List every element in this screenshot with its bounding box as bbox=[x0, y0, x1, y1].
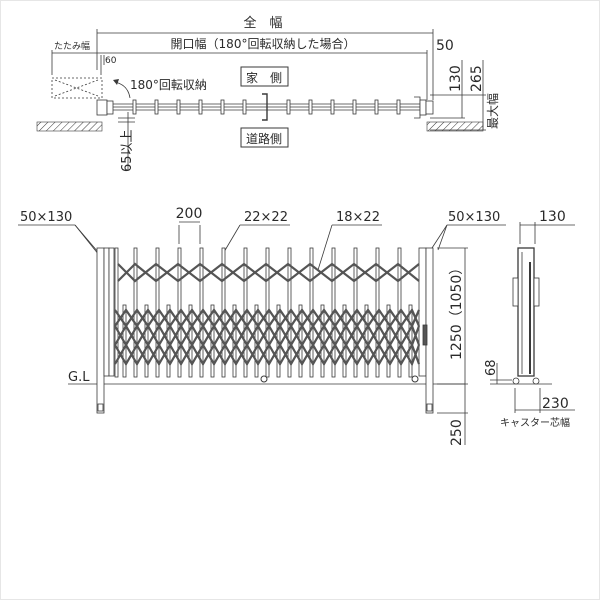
sub-bar-size-label: 18×22 bbox=[336, 210, 380, 225]
rotate-label: 180°回転収納 bbox=[130, 78, 207, 92]
main-bar-size-label: 22×22 bbox=[244, 210, 288, 225]
min-clearance-label: 65以上 bbox=[120, 129, 135, 172]
dim-130-label: 130 bbox=[448, 65, 464, 92]
caster-icon bbox=[411, 375, 419, 383]
opening-width-label: 開口幅（180°回転収納した場合） bbox=[171, 36, 356, 51]
center-handle-icon bbox=[262, 93, 268, 121]
ground-hatch-right bbox=[426, 121, 484, 132]
folded-width-label: たたみ幅 bbox=[54, 40, 90, 52]
left-post-size-label: 50×130 bbox=[20, 210, 72, 225]
caster-height-label: 68 bbox=[484, 359, 499, 376]
left-post bbox=[96, 247, 105, 414]
side-view bbox=[490, 222, 575, 413]
caster-center-width-label: キャスター芯幅 bbox=[500, 416, 570, 429]
dim-265-label: 265 bbox=[469, 65, 485, 92]
house-side-box bbox=[240, 66, 289, 87]
ground-hatch-left bbox=[36, 121, 103, 132]
gate-lower-lattice bbox=[114, 307, 421, 367]
gate-upper-lattice bbox=[117, 262, 420, 283]
dim-50-label: 50 bbox=[436, 38, 454, 54]
max-width-label: 最大幅 bbox=[485, 93, 500, 129]
house-side-label: 家 側 bbox=[246, 70, 282, 85]
right-post-size-label: 50×130 bbox=[448, 210, 500, 225]
side-depth-label: 130 bbox=[539, 209, 566, 225]
caster-width-label: 230 bbox=[542, 396, 569, 412]
overall-width-label: 全 幅 bbox=[243, 15, 282, 31]
road-side-box bbox=[240, 127, 289, 148]
caster-icon bbox=[260, 375, 268, 383]
rail-ties bbox=[132, 99, 401, 115]
dim-60-label: 60 bbox=[105, 56, 117, 66]
ground-level-label: G.L bbox=[68, 370, 90, 385]
rotate-arrow-icon bbox=[114, 81, 131, 99]
pitch-label: 200 bbox=[176, 206, 203, 222]
height-label: 1250（1050） bbox=[449, 261, 465, 360]
plan-view bbox=[51, 29, 486, 170]
road-side-label: 道路側 bbox=[246, 131, 282, 146]
embed-depth-label: 250 bbox=[449, 419, 465, 446]
elevation-view bbox=[18, 221, 506, 445]
